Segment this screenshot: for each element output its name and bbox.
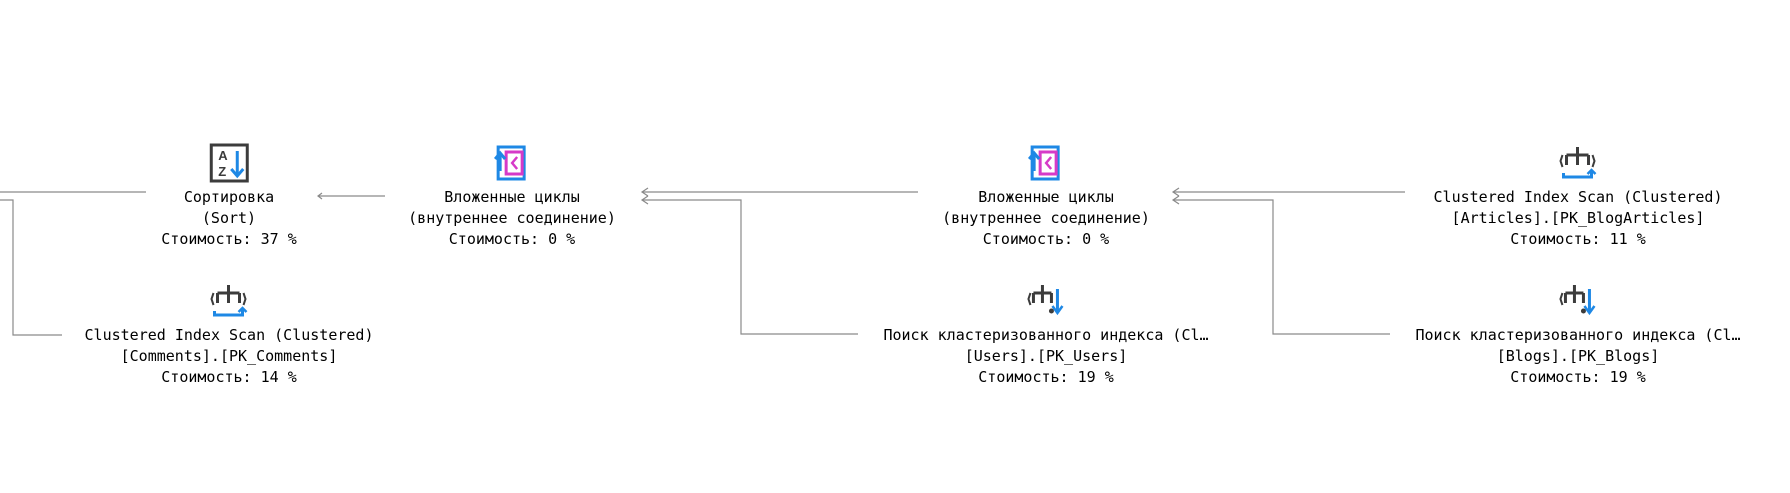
node-label: Вложенные циклы xyxy=(442,187,582,208)
node-cost: Стоимость: 14 % xyxy=(159,367,299,388)
node-object: [Comments].[PK_Comments] xyxy=(118,346,340,367)
clustered-index-seek-icon xyxy=(1026,285,1064,316)
node-label: Clustered Index Scan (Clustered) xyxy=(1431,187,1725,208)
node-cost: Стоимость: 19 % xyxy=(1508,367,1648,388)
connector-blogs-seek xyxy=(1173,199,1390,335)
node-cost: Стоимость: 0 % xyxy=(446,229,578,250)
sort-az-icon: A Z xyxy=(209,143,249,183)
node-object: [Blogs].[PK_Blogs] xyxy=(1494,346,1662,367)
node-object: [Users].[PK_Users] xyxy=(962,346,1130,367)
arrowhead-loops1-top xyxy=(640,187,649,197)
plan-node-scan-comments[interactable]: Clustered Index Scan (Clustered) [Commen… xyxy=(82,281,376,388)
plan-node-seek-users[interactable]: Поиск кластеризованного индекса (Cl… [Us… xyxy=(881,281,1211,388)
svg-text:Z: Z xyxy=(218,164,226,179)
node-cost: Стоимость: 19 % xyxy=(976,367,1116,388)
plan-node-seek-blogs[interactable]: Поиск кластеризованного индекса (Cl… [Bl… xyxy=(1413,281,1743,388)
arrowhead-loops2-top xyxy=(1171,187,1180,197)
svg-text:A: A xyxy=(218,148,228,163)
arrowhead-sort xyxy=(317,192,323,200)
plan-node-sort[interactable]: A Z Сортировка (Sort) Стоимость: 37 % xyxy=(159,143,299,250)
connector-users-seek xyxy=(642,199,858,335)
node-label: Поиск кластеризованного индекса (Cl… xyxy=(1413,325,1743,346)
clustered-index-scan-icon xyxy=(1559,147,1597,179)
node-physical-op: (внутреннее соединение) xyxy=(940,208,1152,229)
connector-comments-scan xyxy=(0,199,62,336)
node-label: Вложенные циклы xyxy=(976,187,1116,208)
node-label: Поиск кластеризованного индекса (Cl… xyxy=(881,325,1211,346)
plan-node-scan-articles[interactable]: Clustered Index Scan (Clustered) [Articl… xyxy=(1431,143,1725,250)
node-object: [Articles].[PK_BlogArticles] xyxy=(1449,208,1707,229)
node-label: Clustered Index Scan (Clustered) xyxy=(82,325,376,346)
node-physical-op: (внутреннее соединение) xyxy=(406,208,618,229)
clustered-index-seek-icon xyxy=(1558,285,1596,316)
arrowhead-loops2-bottom xyxy=(1171,195,1180,205)
node-physical-op: (Sort) xyxy=(199,208,259,229)
nested-loops-icon xyxy=(1027,145,1060,181)
plan-node-nested-loops-2[interactable]: Вложенные циклы (внутреннее соединение) … xyxy=(940,143,1152,250)
arrowhead-loops1-bottom xyxy=(640,195,649,205)
plan-node-nested-loops-1[interactable]: Вложенные циклы (внутреннее соединение) … xyxy=(406,143,618,250)
node-label: Сортировка xyxy=(181,187,277,208)
node-cost: Стоимость: 0 % xyxy=(980,229,1112,250)
nested-loops-icon xyxy=(493,145,526,181)
node-cost: Стоимость: 37 % xyxy=(159,229,299,250)
clustered-index-scan-icon xyxy=(210,285,248,317)
node-cost: Стоимость: 11 % xyxy=(1508,229,1648,250)
